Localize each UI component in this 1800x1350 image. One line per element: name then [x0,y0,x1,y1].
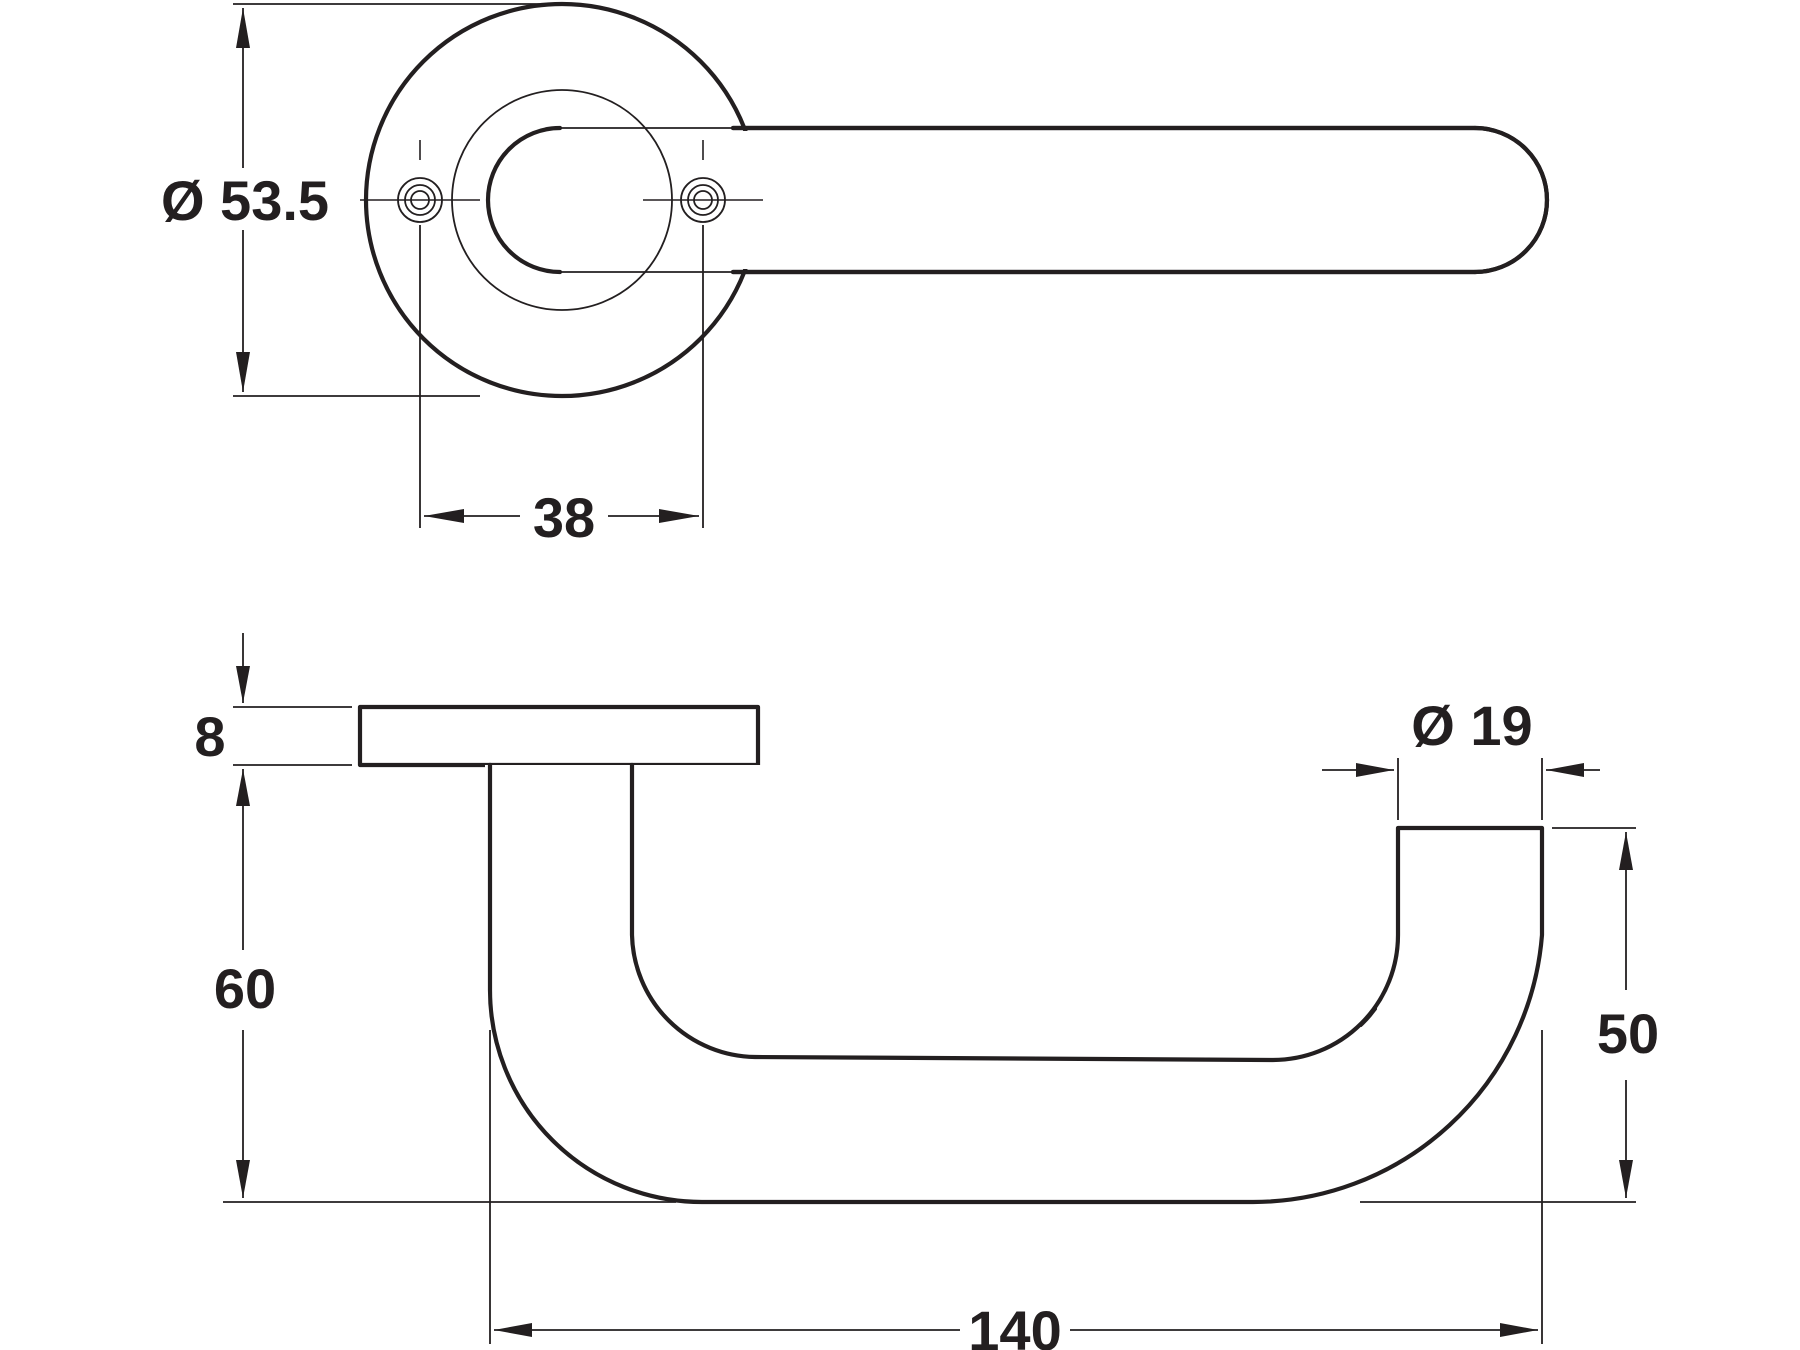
handle-height-dimension: 60 [214,957,676,1203]
fixing-centres-dimension: 38 [419,225,704,549]
rose-thickness-label: 8 [194,705,225,768]
bar-diameter-label: Ø 19 [1411,694,1532,757]
return-height-label: 50 [1597,1002,1659,1065]
top-view: Ø 53.5 38 [140,1,1550,549]
side-view: 8 60 Ø 19 50 [194,633,1659,1350]
rose-boss [451,89,673,311]
lever-body [487,762,1545,1205]
lever-base-arc [485,125,563,275]
rose-plate [357,704,761,768]
rose-thickness-dimension: 8 [194,633,352,950]
screw-hole-right [643,140,763,223]
bar-diameter-dimension: Ø 19 [1322,694,1600,820]
screw-hole-left [360,140,480,223]
return-height-dimension: 50 [1360,827,1659,1203]
rose-diameter-dimension: Ø 53.5 [140,3,562,397]
rose-diameter-label: Ø 53.5 [161,169,329,232]
projection-length-dimension: 140 [489,1030,1543,1350]
projection-length-label: 140 [968,1299,1061,1350]
handle-height-label: 60 [214,957,276,1020]
fixing-centres-label: 38 [533,486,595,549]
